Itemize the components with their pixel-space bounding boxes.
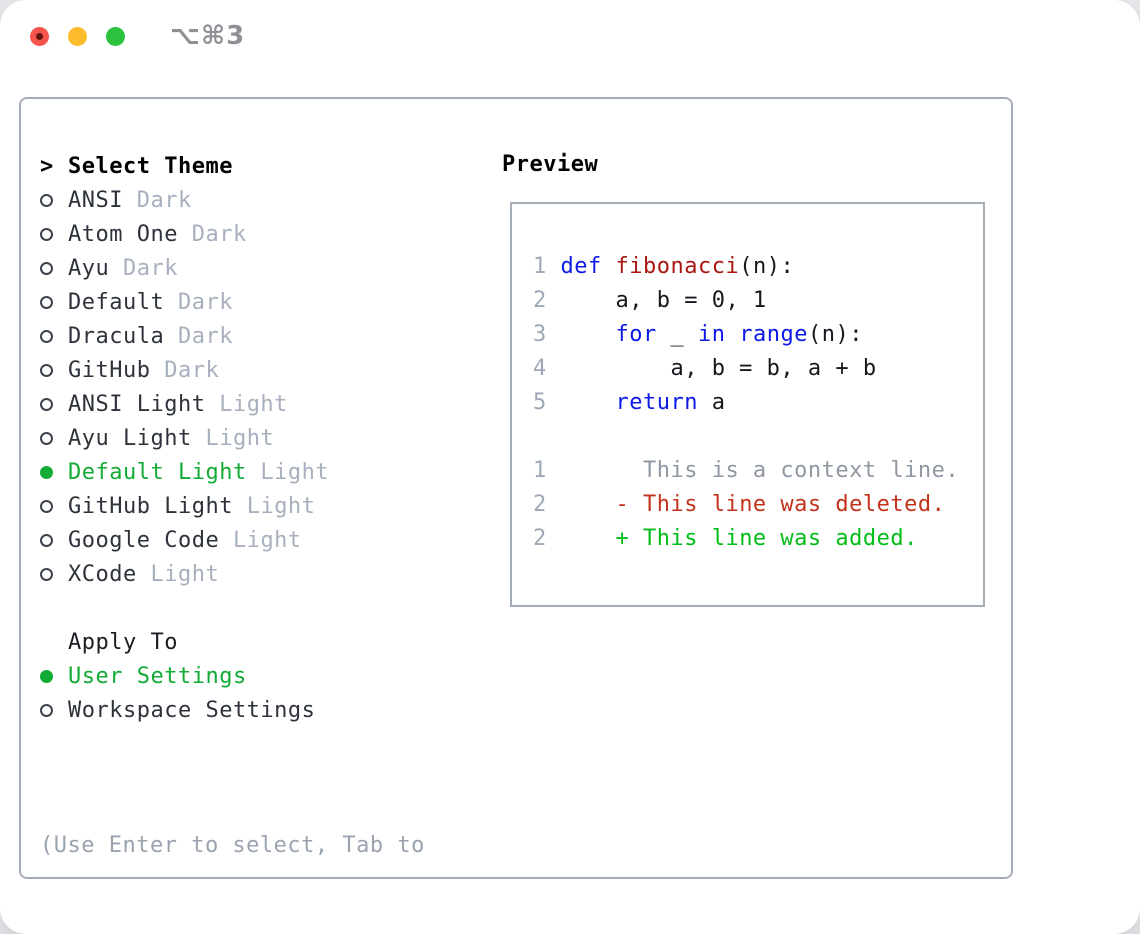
option-label: Ayu xyxy=(68,255,110,281)
apply-to-title: Apply To xyxy=(68,629,178,655)
option-label: Atom One xyxy=(68,221,178,247)
option-variant-label: Dark xyxy=(164,323,233,349)
apply-to-header: Apply To xyxy=(40,625,425,659)
option-label: ANSI Light xyxy=(68,391,206,417)
radio-icon xyxy=(40,227,53,241)
option-label: Ayu Light xyxy=(68,425,192,451)
theme-option[interactable]: XCode Light xyxy=(40,557,425,591)
theme-option[interactable]: Ayu Light Light xyxy=(40,421,425,455)
theme-option[interactable]: Atom One Dark xyxy=(40,217,425,251)
option-variant-label: Dark xyxy=(150,357,220,383)
radio-icon xyxy=(40,261,53,275)
radio-icon xyxy=(40,397,53,411)
option-variant-label: Dark xyxy=(122,187,192,213)
apply-to-option[interactable]: Workspace Settings xyxy=(40,693,425,727)
option-label: ANSI xyxy=(68,187,123,213)
preview-code-box: 1 def fibonacci(n): 2 a, b = 0, 1 3 for … xyxy=(510,202,985,607)
radio-selected-icon xyxy=(40,669,53,683)
radio-icon xyxy=(40,499,53,513)
spacer xyxy=(40,591,425,625)
radio-icon xyxy=(40,431,53,445)
theme-option[interactable]: Default Light Light xyxy=(40,455,425,489)
option-label: XCode xyxy=(68,561,137,587)
close-dot-icon xyxy=(36,33,43,40)
radio-icon xyxy=(40,193,53,207)
prompt-icon: > xyxy=(40,153,54,179)
option-variant-label: Dark xyxy=(164,289,233,315)
spacer xyxy=(40,727,425,761)
theme-option[interactable]: Dracula Dark xyxy=(40,319,425,353)
window-shortcut-title: ⌥⌘3 xyxy=(170,21,246,51)
select-theme-title: Select Theme xyxy=(68,153,233,179)
option-variant-label: Light xyxy=(246,459,330,485)
help-line-1: (Use Enter to select, Tab to xyxy=(40,833,425,858)
apply-to-option[interactable]: User Settings xyxy=(40,659,425,693)
theme-option[interactable]: ANSI Light Light xyxy=(40,387,425,421)
radio-icon xyxy=(40,567,53,581)
option-label: User Settings xyxy=(68,663,247,689)
preview-title: Preview xyxy=(502,152,599,177)
minimize-button[interactable] xyxy=(68,27,87,46)
theme-option[interactable]: GitHub Dark xyxy=(40,353,425,387)
radio-icon xyxy=(40,329,53,343)
titlebar: ⌥⌘3 xyxy=(0,0,1140,76)
theme-option[interactable]: ANSI Dark xyxy=(40,183,425,217)
option-variant-label: Light xyxy=(219,527,302,553)
option-label: GitHub xyxy=(68,357,151,383)
theme-option[interactable]: GitHub Light Light xyxy=(40,489,425,523)
close-button[interactable] xyxy=(30,27,49,46)
radio-icon xyxy=(40,533,53,547)
option-label: Dracula xyxy=(68,323,165,349)
option-variant-label: Light xyxy=(191,425,275,451)
radio-icon xyxy=(40,295,53,309)
option-variant-label: Dark xyxy=(109,255,178,281)
option-label: Google Code xyxy=(68,527,220,553)
select-theme-header: > Select Theme xyxy=(40,149,425,183)
radio-icon xyxy=(40,703,53,717)
option-label: Workspace Settings xyxy=(68,697,316,723)
radio-selected-icon xyxy=(40,465,53,479)
traffic-lights xyxy=(30,27,125,46)
option-label: Default Light xyxy=(68,459,247,485)
option-variant-label: Dark xyxy=(177,221,247,247)
option-variant-label: Light xyxy=(136,561,220,587)
option-label: GitHub Light xyxy=(68,493,233,519)
option-variant-label: Light xyxy=(232,493,316,519)
help-text: (Use Enter to select, Tab to change focu… xyxy=(40,761,425,934)
theme-option[interactable]: Google Code Light xyxy=(40,523,425,557)
theme-option[interactable]: Ayu Dark xyxy=(40,251,425,285)
radio-icon xyxy=(40,363,53,377)
zoom-button[interactable] xyxy=(106,27,125,46)
theme-option[interactable]: Default Dark xyxy=(40,285,425,319)
option-variant-label: Light xyxy=(205,391,288,417)
option-label: Default xyxy=(68,289,165,315)
